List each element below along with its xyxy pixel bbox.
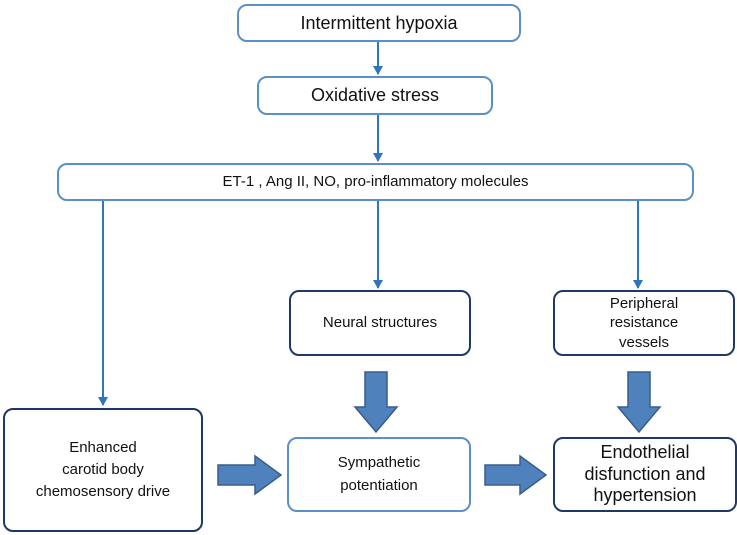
node-carotid-body-drive: Enhanced carotid body chemosensory drive: [3, 408, 203, 532]
node-label: Peripheral resistance vessels: [609, 294, 679, 351]
block-arrow-sympathetic-to-endothelial: [484, 454, 548, 496]
block-arrow-neural-to-sympathetic: [353, 371, 399, 434]
node-endothelial-disfunction: Endothelial disfunction and hypertension: [553, 437, 737, 512]
node-label: Sympathetic potentiation: [337, 454, 421, 494]
node-label: Enhanced carotid body chemosensory drive: [35, 439, 171, 500]
node-sympathetic-potentiation: Sympathetic potentiation: [287, 437, 471, 512]
block-arrow-carotid-to-sympathetic: [217, 454, 283, 496]
node-neural-structures: Neural structures: [289, 290, 471, 356]
node-oxidative-stress: Oxidative stress: [257, 76, 493, 115]
node-label: Intermittent hypoxia: [300, 12, 458, 33]
node-molecules: ET-1 , Ang II, NO, pro-inflammatory mole…: [57, 163, 694, 201]
node-peripheral-resistance-vessels: Peripheral resistance vessels: [553, 290, 735, 356]
node-label: Neural structures: [322, 313, 438, 331]
node-label: Oxidative stress: [310, 85, 440, 106]
block-arrow-peripheral-to-endothelial: [616, 371, 662, 434]
node-intermittent-hypoxia: Intermittent hypoxia: [237, 4, 521, 42]
node-label: Endothelial disfunction and hypertension: [584, 442, 706, 506]
node-label: ET-1 , Ang II, NO, pro-inflammatory mole…: [222, 172, 529, 190]
